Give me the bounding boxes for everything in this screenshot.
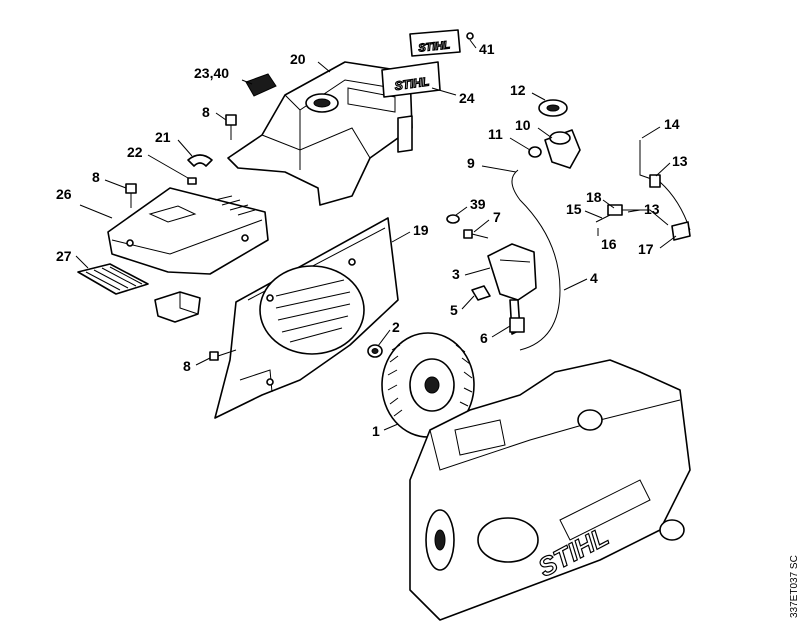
part-filter-element: [77, 263, 149, 295]
callout-labels: 41 20 23,40 24 12 8 21 22 11 10 14 9 13 …: [56, 41, 688, 439]
part-screw-left: [125, 183, 137, 208]
part-flywheel: [381, 332, 475, 438]
part-decal: STIHL: [381, 61, 441, 98]
callout-9: 9: [467, 155, 475, 171]
callout-8-left: 8: [92, 169, 100, 185]
callout-3: 3: [452, 266, 460, 282]
part-washer: [446, 214, 460, 224]
part-spring-small: [528, 146, 542, 158]
callout-23-40: 23,40: [194, 65, 229, 81]
leader-lines: [75, 39, 677, 431]
callout-12: 12: [510, 82, 526, 98]
part-plug-terminal: [509, 317, 525, 333]
part-fan-housing: [214, 217, 399, 419]
reference-code: 337ET037 SC: [789, 555, 800, 618]
callout-2: 2: [392, 319, 400, 335]
callout-16: 16: [601, 236, 617, 252]
callout-1: 1: [372, 423, 380, 439]
callout-6: 6: [480, 330, 488, 346]
part-nut-small: [187, 177, 197, 185]
callout-7: 7: [493, 209, 501, 225]
callout-13-upper: 13: [672, 153, 688, 169]
callout-8-bottom: 8: [183, 358, 191, 374]
callout-41: 41: [479, 41, 495, 57]
callout-21: 21: [155, 129, 171, 145]
callout-4: 4: [590, 270, 598, 286]
badge-brand-text: STIHL: [418, 39, 451, 54]
callout-5: 5: [450, 302, 458, 318]
callout-20: 20: [290, 51, 306, 67]
callout-15: 15: [566, 201, 582, 217]
part-clip: [187, 154, 213, 167]
callout-13-lower: 13: [644, 201, 660, 217]
callout-11: 11: [488, 126, 503, 142]
callout-8-top: 8: [202, 104, 210, 120]
part-filter-cover: [107, 187, 269, 275]
part-nut: [367, 344, 383, 358]
part-badge-plate: STIHL: [409, 29, 474, 57]
part-bracket: [154, 291, 201, 323]
part-grommet: [245, 73, 277, 97]
callout-27: 27: [56, 248, 72, 264]
callout-26: 26: [56, 186, 72, 202]
part-ignition-module: [487, 243, 537, 335]
part-ignition-lead: [511, 169, 561, 351]
callout-17: 17: [638, 241, 654, 257]
part-spark-plug-boot: [544, 129, 581, 169]
callout-14: 14: [664, 116, 680, 132]
callout-18: 18: [586, 189, 602, 205]
callout-19: 19: [413, 222, 429, 238]
part-contact-spring: [595, 204, 691, 241]
part-boot-cap: [538, 99, 568, 117]
part-screw-bottom: [209, 349, 237, 361]
callout-24: 24: [459, 90, 475, 106]
callout-39: 39: [470, 196, 486, 212]
part-clip-5: [471, 285, 491, 301]
decal-brand-text: STIHL: [394, 74, 430, 93]
part-screw-7: [463, 229, 489, 239]
callout-10: 10: [515, 117, 531, 133]
callout-22: 22: [127, 144, 143, 160]
part-screw-top: [225, 114, 237, 140]
